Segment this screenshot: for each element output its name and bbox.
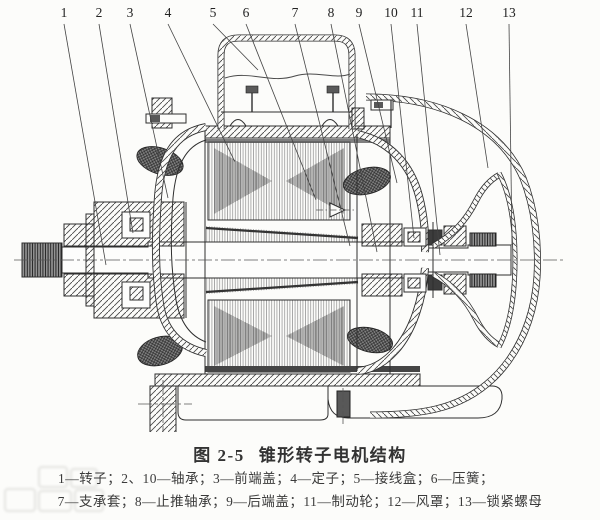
frame bbox=[154, 119, 421, 387]
lock-nut bbox=[469, 232, 497, 288]
callout-label: 3 bbox=[127, 5, 134, 20]
callout-label: 8 bbox=[328, 5, 335, 20]
callout-label: 13 bbox=[502, 5, 516, 20]
figure-number: 图 2-5 bbox=[193, 446, 245, 465]
junction-box bbox=[221, 38, 365, 129]
callout-leader-line bbox=[212, 23, 259, 71]
callout-label: 9 bbox=[356, 5, 363, 20]
front-end-cover bbox=[145, 97, 206, 353]
callout-label: 1 bbox=[61, 5, 68, 20]
callout-leader-line bbox=[294, 23, 351, 247]
callout-leader-line bbox=[358, 23, 398, 184]
callout-label: 4 bbox=[165, 5, 172, 20]
callout-leader-line bbox=[129, 23, 169, 199]
legend-line-2: 7—支承套；8—止推轴承；9—后端盖；11—制动轮；12—风罩；13—锁紧螺母 bbox=[57, 494, 543, 509]
callout-label: 12 bbox=[459, 5, 473, 20]
callout-label: 11 bbox=[411, 5, 424, 20]
figure-title: 锥形转子电机结构 bbox=[258, 446, 407, 465]
base-feet bbox=[149, 385, 503, 432]
callout-leader-line bbox=[416, 23, 441, 256]
rear-end-cover bbox=[357, 134, 425, 371]
centerline bbox=[14, 259, 566, 432]
callout-label: 2 bbox=[96, 5, 103, 20]
callout-leader-line bbox=[508, 23, 513, 246]
callout-leader-line bbox=[98, 23, 134, 234]
callout-leader-line bbox=[63, 23, 107, 266]
callout-label: 10 bbox=[384, 5, 398, 20]
callout-label: 7 bbox=[292, 5, 299, 20]
callout-leader-line bbox=[390, 23, 415, 239]
callout-leader-line bbox=[330, 23, 378, 253]
callout-label: 5 bbox=[210, 5, 217, 20]
stator-core bbox=[205, 139, 420, 373]
callout-leader-line bbox=[167, 23, 236, 163]
figure-caption: 图 2-5 锥形转子电机结构 bbox=[0, 441, 600, 466]
callout-leader-line bbox=[245, 23, 317, 201]
callout-label: 6 bbox=[243, 5, 250, 20]
callout-leader-line bbox=[465, 23, 489, 169]
compression-spring bbox=[316, 202, 354, 218]
legend-line-1: 1—转子；2、10—轴承；3—前端盖；4—定子；5—接线盒；6—压簧； bbox=[58, 471, 494, 486]
